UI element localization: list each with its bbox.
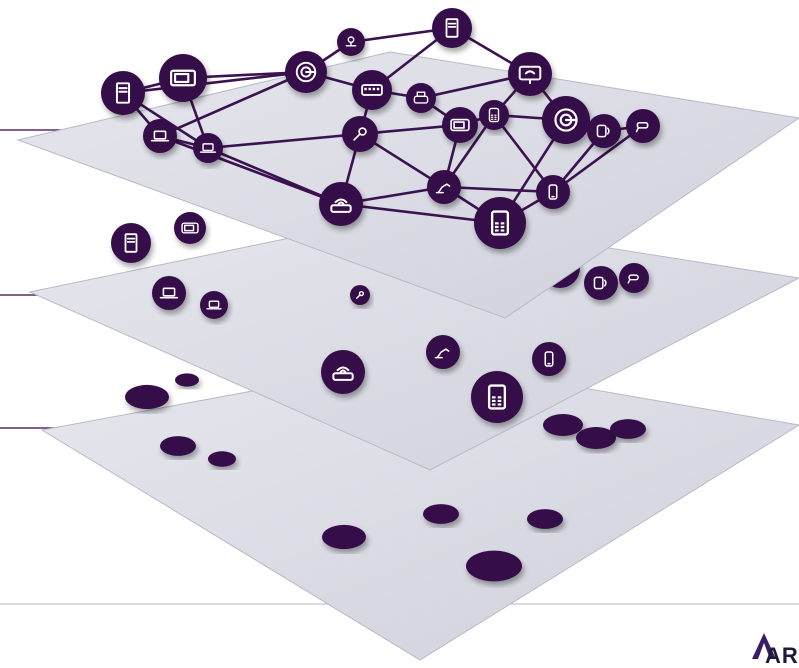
laptop-small-icon bbox=[200, 291, 228, 319]
radar-icon bbox=[285, 51, 327, 93]
tv-icon bbox=[159, 54, 207, 102]
security-camera-icon bbox=[626, 109, 660, 143]
wifi-router-icon bbox=[321, 350, 365, 394]
microphone-icon bbox=[342, 116, 378, 152]
unidentified-device-dot bbox=[466, 550, 522, 582]
unidentified-device-dot bbox=[423, 504, 459, 524]
hmi-panel-icon bbox=[442, 107, 478, 143]
server-tower-icon bbox=[432, 8, 472, 48]
unidentified-device-dot bbox=[527, 509, 563, 529]
payment-terminal-icon bbox=[474, 197, 526, 249]
printer-icon bbox=[406, 83, 436, 113]
smartphone-icon bbox=[536, 175, 570, 209]
unidentified-device-dot bbox=[208, 451, 236, 467]
robotic-arm-icon bbox=[427, 170, 461, 204]
plane-middle bbox=[28, 212, 799, 471]
server-tower-icon bbox=[111, 223, 151, 263]
tv-icon bbox=[174, 212, 206, 244]
unidentified-device-dot bbox=[175, 373, 199, 387]
unidentified-device-dot bbox=[610, 419, 646, 439]
mri-scanner-icon bbox=[542, 96, 590, 144]
microphone-icon bbox=[350, 285, 370, 305]
unidentified-device-dot bbox=[160, 436, 196, 456]
wifi-monitor-icon bbox=[508, 52, 552, 96]
laptop-icon bbox=[152, 276, 186, 310]
security-camera-icon bbox=[619, 263, 649, 293]
network-link bbox=[340, 202, 501, 225]
contactless-reader-icon bbox=[587, 114, 621, 148]
smartphone-icon bbox=[532, 342, 566, 376]
wifi-router-icon bbox=[319, 182, 363, 226]
robot-icon bbox=[337, 28, 365, 56]
contactless-reader-icon bbox=[584, 266, 618, 300]
network-link bbox=[159, 70, 307, 138]
plane-top bbox=[16, 8, 799, 319]
payment-terminal-icon bbox=[471, 371, 523, 423]
unidentified-device-dot bbox=[543, 414, 583, 436]
network-link bbox=[443, 185, 554, 194]
laptop-icon bbox=[143, 119, 177, 153]
terminal-icon bbox=[479, 100, 509, 130]
network-link bbox=[552, 124, 644, 194]
network-link bbox=[159, 134, 342, 206]
unidentified-device-dot bbox=[576, 427, 616, 449]
brand-mark-icon bbox=[752, 633, 776, 659]
unidentified-device-dot bbox=[125, 384, 169, 410]
brand-logo: ARMIS bbox=[752, 625, 799, 667]
server-tower-icon bbox=[101, 71, 145, 115]
unidentified-device-dot bbox=[322, 524, 366, 550]
network-switch-icon bbox=[352, 70, 392, 110]
brand-name: ARMIS bbox=[765, 643, 799, 667]
network-link bbox=[207, 132, 361, 150]
robotic-arm-icon bbox=[426, 335, 460, 369]
laptop-small-icon bbox=[193, 133, 223, 163]
network-link bbox=[122, 70, 307, 95]
